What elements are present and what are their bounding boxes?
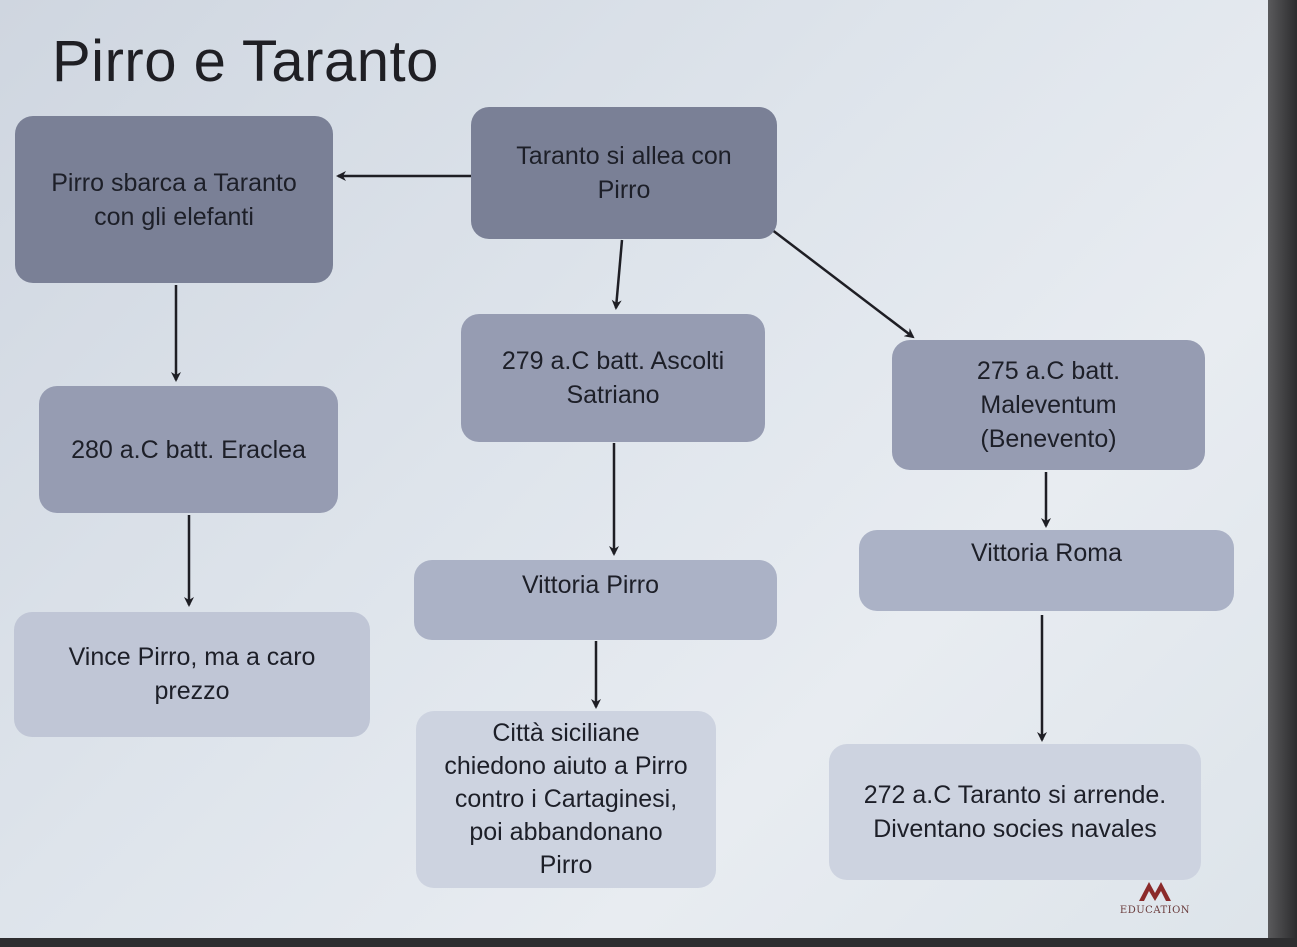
node-ascoli: 279 a.C batt. Ascolti Satriano bbox=[461, 314, 765, 442]
publisher-logo: EDUCATION bbox=[1118, 880, 1192, 916]
screen-bezel-bottom bbox=[0, 938, 1297, 947]
node-eraclea: 280 a.C batt. Eraclea bbox=[39, 386, 338, 513]
slide: Pirro e Taranto Taranto si allea con Pir… bbox=[0, 0, 1268, 938]
node-pirro-sbarca: Pirro sbarca a Taranto con gli elefanti bbox=[15, 116, 333, 283]
node-taranto-arrende: 272 a.C Taranto si arrende. Diventano so… bbox=[829, 744, 1201, 880]
node-maleventum: 275 a.C batt. Maleventum (Benevento) bbox=[892, 340, 1205, 470]
screen-bezel-right bbox=[1268, 0, 1297, 947]
node-vittoria-pirro: Vittoria Pirro bbox=[414, 560, 777, 640]
arrow-alleanza-to-maleventum bbox=[766, 225, 915, 339]
node-taranto-alleanza: Taranto si allea con Pirro bbox=[471, 107, 777, 239]
flow-arrows bbox=[171, 171, 1051, 742]
logo-text: EDUCATION bbox=[1119, 905, 1191, 916]
node-vince-pirro: Vince Pirro, ma a caro prezzo bbox=[14, 612, 370, 737]
slide-title: Pirro e Taranto bbox=[52, 29, 439, 94]
arrow-alleanza-to-ascoli bbox=[611, 239, 624, 310]
node-citta-siciliane: Città siciliane chiedono aiuto a Pirro c… bbox=[416, 711, 716, 888]
node-vittoria-roma: Vittoria Roma bbox=[859, 530, 1234, 611]
logo-mark-icon bbox=[1139, 882, 1171, 901]
